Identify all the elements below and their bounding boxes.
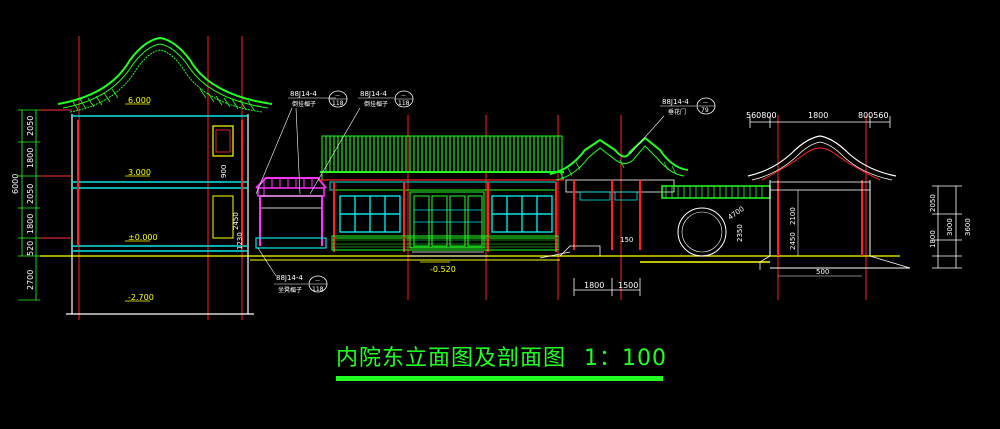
callout-1-text: 倒挂楣子 [292, 100, 316, 108]
level-yard: -0.520 [430, 265, 456, 274]
pavilion-top-dim-1: 560800 [746, 111, 777, 120]
callout-2-num: — [401, 93, 406, 99]
pavilion-right-dim-4: 3600 [964, 218, 972, 236]
dim-upper-1: 2050 [26, 116, 35, 136]
level-ground: ±0.000 [128, 233, 158, 242]
gate-dim-side-1: 150 [620, 236, 633, 244]
level-upper: 3.000 [128, 168, 151, 177]
callout-4-page: 118 [312, 286, 324, 293]
left-dimension-chain: 6000 2050 1800 2050 1800 520 2700 900 12… [11, 109, 244, 301]
callout-3-num: — [703, 100, 708, 106]
dim-lower-1: 2050 [26, 184, 35, 204]
dim-stair-1: 1230 [236, 232, 244, 250]
pavilion-inner-dim-1: 2100 [789, 207, 797, 225]
callout-4-num: — [315, 278, 320, 284]
pavilion-top-dim-3: 800560 [858, 111, 889, 120]
drawing-title-main: 内院东立面图及剖面图 [336, 346, 567, 371]
pavilion-right-dim-3: 3000 [946, 218, 954, 236]
courtyard-wall: 2350 4700 [661, 185, 771, 257]
dim-stair-2: 2450 [232, 212, 240, 230]
callout-3: 88J14-4 垂花门 — 79 [629, 97, 716, 155]
gate-dim-bottom-1: 1800 [584, 281, 604, 290]
left-section-building: 6.000 3.000 ±0.000 -2.700 [40, 36, 273, 315]
dim-total-height: 6000 [11, 174, 20, 194]
gate-dim-bottom-2: 1500 [618, 281, 638, 290]
gate-pavilion: 150 1800 1500 [539, 136, 689, 296]
callout-2-page: 118 [398, 100, 410, 107]
level-roof: 6.000 [128, 96, 151, 105]
pavilion-right-dim-1: 2050 [929, 194, 937, 212]
pavilion-inner-dim-2: 2450 [789, 232, 797, 250]
callout-3-text: 垂花门 [668, 108, 686, 116]
pavilion-bottom-dim: 500 [816, 268, 829, 276]
corridor-magenta [255, 177, 327, 249]
drawing-title: 内院东立面图及剖面图 1：100 [336, 340, 667, 372]
callout-1-ref: 88J14-4 [290, 90, 317, 98]
drawing-scale: 1：100 [584, 346, 668, 371]
callout-1-page: 118 [332, 100, 344, 107]
dim-window: 900 [220, 165, 228, 178]
callout-1: 88J14-4 倒挂楣子 — 118 [255, 90, 348, 195]
callout-4-text: 坐凳楣子 [278, 286, 302, 294]
gate-dim-side-3: 4700 [727, 205, 746, 222]
pavilion-right-dim-2: 1800 [929, 230, 937, 248]
main-hall: -0.520 [320, 135, 564, 274]
title-underline [336, 376, 663, 381]
gate-dim-side-2: 2350 [736, 224, 744, 242]
callout-2-ref: 88J14-4 [360, 90, 387, 98]
dim-basement: 2700 [26, 270, 35, 290]
pavilion-top-dim-2: 1800 [808, 111, 828, 120]
level-basement: -2.700 [128, 293, 154, 302]
callout-3-ref: 88J14-4 [662, 98, 689, 106]
callout-1-num: — [335, 93, 340, 99]
callout-2-text: 倒挂楣子 [364, 100, 388, 108]
callout-2: 88J14-4 倒挂楣子 — 118 [309, 90, 414, 195]
dim-plinth: 520 [26, 241, 35, 256]
callout-4-ref: 88J14-4 [276, 274, 303, 282]
axis-lines [78, 36, 867, 320]
callout-4: 88J14-4 坐凳楣子 — 118 [257, 247, 328, 294]
right-pavilion: 560800 1800 800560 2100 2450 500 2050 18… [746, 111, 972, 277]
dim-lower-2: 1800 [26, 214, 35, 234]
ground-lines [40, 255, 910, 269]
dim-upper-2: 1800 [26, 148, 35, 168]
callout-3-page: 79 [701, 107, 709, 114]
